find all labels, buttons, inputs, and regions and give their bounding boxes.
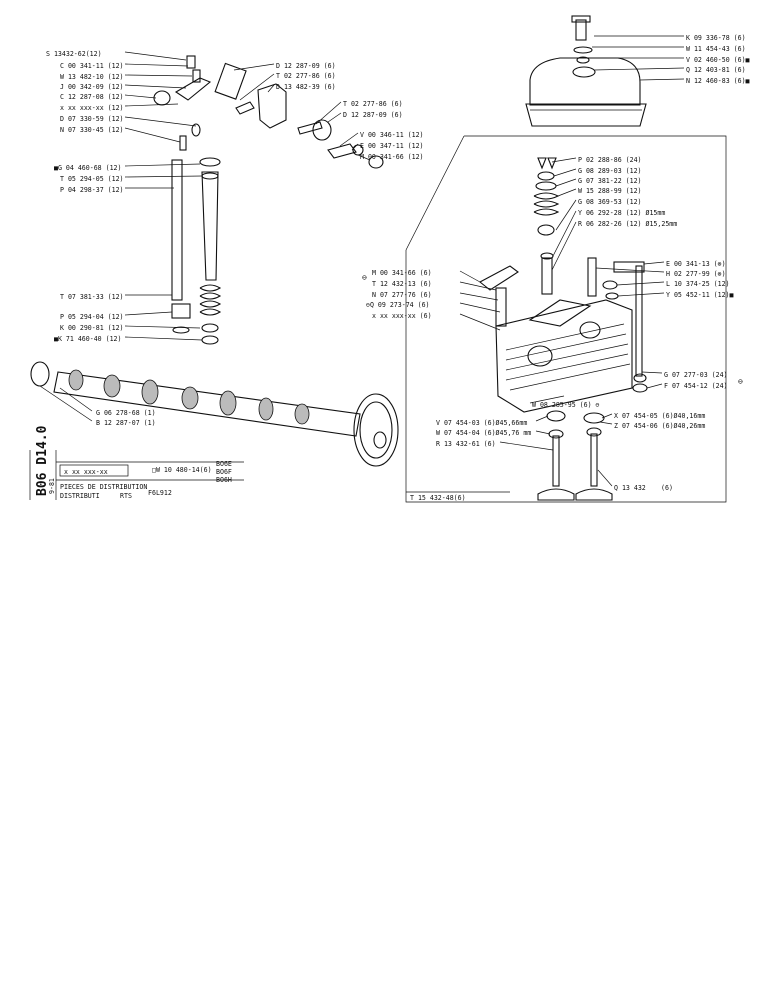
variant-3: BO6H <box>216 476 232 484</box>
label-l10374: L 10 374-25 (12) <box>666 280 730 288</box>
label-b12287: B 12 287-07 (1) <box>96 419 156 427</box>
label-t07381: T 07 381-33 (12) <box>60 293 124 301</box>
label-t02277a: T 02 277-86 (6) <box>276 72 336 80</box>
label-k71460: ■K 71 460-40 (12) <box>54 335 122 343</box>
rocker-labels: D 12 287-09 (6) T 02 277-86 (6) D 13 482… <box>276 62 424 161</box>
camshaft-labels: G 06 278-68 (1) B 12 287-07 (1) <box>96 409 156 427</box>
label-e00347: E 00 347-11 (12) <box>360 142 424 150</box>
label-j00342: J 00 342-09 (12) <box>60 83 124 91</box>
label-m00341a: M 00 341-66 (12) <box>360 153 424 161</box>
label-n07330: N 07 330-45 (12) <box>60 126 124 134</box>
label-v02460: V 02 460-50 (6)■ <box>686 56 750 64</box>
label-w11454: W 11 454-43 (6) <box>686 45 746 53</box>
camshaft <box>30 361 399 467</box>
label-y05452: Y 05 452-11 (12)■ <box>666 291 734 299</box>
rocker-assembly-left <box>153 55 212 151</box>
leader-lines <box>39 35 685 487</box>
option-ref: □W 10 480-14(6) <box>152 466 212 474</box>
label-g06278: G 06 278-68 (1) <box>96 409 156 417</box>
label-w08285: W 08 285-95 (6) ⊖ <box>532 401 600 409</box>
title-fr: PIECES DE DISTRIBUTION <box>60 483 147 491</box>
head-assembly-frame <box>405 135 727 503</box>
left-labels: S 13432-62(12) C 00 341-11 (12) W 13 482… <box>46 50 124 343</box>
variant-1: BO6E <box>216 460 232 468</box>
title-block: B06 D14.0 9-81 x xx xxx-xx □W 10 480-14(… <box>29 425 244 500</box>
valve-cover <box>525 15 647 127</box>
label-g08289: G 08 289-03 (12) <box>578 167 642 175</box>
label-m00341b: M 00 341-66 (6) <box>372 269 432 277</box>
label-p04298: P 04 298-37 (12) <box>60 186 124 194</box>
label-n07277: N 07 277-76 (6) <box>372 291 432 299</box>
label-p02288: P 02 288-86 (24) <box>578 156 642 164</box>
label-d12287b: D 12 287-09 (6) <box>343 111 403 119</box>
label-y06292: Y 06 292-28 (12) Ø15mm <box>578 209 665 217</box>
label-d13482: D 13 482-39 (6) <box>276 83 336 91</box>
title-it: DISTRIBUTI <box>60 492 100 500</box>
label-c00341: C 00 341-11 (12) <box>60 62 124 70</box>
title-it-2: RTS <box>120 492 132 500</box>
label-q13432-qty: (6) <box>661 484 673 492</box>
label-d07330: D 07 330-59 (12) <box>60 115 124 123</box>
label-v00346: V 00 346-11 (12) <box>360 131 424 139</box>
label-h02277: H 02 277-99 (⊗) <box>666 270 726 278</box>
label-k09336: K 09 336-78 (6) <box>686 34 746 42</box>
bottom-labels: W 08 285-95 (6) ⊖ X 07 454-05 (6)Ø40,16m… <box>436 401 705 492</box>
label-g07277: G 07 277-03 (24) <box>664 371 728 379</box>
label-q09273: ⊖Q 09 273-74 (6) <box>366 301 430 309</box>
label-r13432: R 13 432-61 (6) <box>436 440 496 448</box>
label-g07381: G 07 381-22 (12) <box>578 177 642 185</box>
page-code: B06 D14.0 <box>35 425 50 496</box>
label-t02277b: T 02 277-86 (6) <box>343 100 403 108</box>
page-date: 9-81 <box>48 478 56 494</box>
label-w13482: W 13 482-10 (12) <box>60 73 124 81</box>
head-assembly-ref: T 15 432-48(6) <box>410 494 466 502</box>
label-g08369: G 08 369-53 (12) <box>578 198 642 206</box>
push-rod-tubes <box>171 157 222 345</box>
label-xxx2: x xx xxx-xx (6) <box>372 312 432 320</box>
label-f07454: F 07 454-12 (24) <box>664 382 728 390</box>
label-t12432: T 12 432-13 (6) <box>372 280 432 288</box>
model: F6L912 <box>148 489 172 497</box>
label-d12287a: D 12 287-09 (6) <box>276 62 336 70</box>
label-x07454: X 07 454-05 (6)Ø40,16mm <box>614 412 705 420</box>
rocker-shaft-parts <box>214 62 384 169</box>
variant-2: BO6F <box>216 468 232 476</box>
label-v07454: V 07 454-03 (6)Ø45,66mm <box>436 419 527 427</box>
label-w07454: W 07 454-04 (6)Ø45,76 mm <box>436 429 531 437</box>
label-z07454: Z 07 454-06 (6)Ø40,26mm <box>614 422 705 430</box>
valve-labels: P 02 288-86 (24) G 08 289-03 (12) G 07 3… <box>578 156 677 228</box>
rocker-arm-head <box>479 265 519 327</box>
cylinder-head <box>495 299 633 424</box>
label-q13432: Q 13 432 <box>614 484 646 492</box>
label-g04460: ■G 04 460-68 (12) <box>54 164 122 172</box>
label-p05294: P 05 294-04 (12) <box>60 313 124 321</box>
title-ref: x xx xxx-xx <box>64 468 108 476</box>
right-labels: E 00 341-13 (⊗) H 02 277-99 (⊗) L 10 374… <box>664 260 743 390</box>
label-q12403: Q 12 403-81 (6) <box>686 66 746 74</box>
label-xxx1: x xx xxx-xx (12) <box>60 104 124 112</box>
label-s13432: S 13432-62(12) <box>46 50 102 58</box>
label-n12460: N 12 460-83 (6)■ <box>686 77 750 85</box>
head-studs <box>587 257 648 393</box>
label-k00290: K 00 290-81 (12) <box>60 324 124 332</box>
circle-minus-icon: ⊖ <box>738 377 743 386</box>
circle-minus-icon-2: ⊖ <box>362 273 367 282</box>
valve-train-upper <box>533 157 560 295</box>
label-c12287: C 12 287-08 (12) <box>60 93 124 101</box>
label-r06282: R 06 282-26 (12) Ø15,25mm <box>578 220 677 228</box>
rocker-arm-labels: ⊖ M 00 341-66 (6) T 12 432-13 (6) N 07 2… <box>362 269 432 320</box>
label-t05294: T 05 294-05 (12) <box>60 175 124 183</box>
label-w15288: W 15 288-99 (12) <box>578 187 642 195</box>
valves <box>537 427 613 501</box>
cover-labels: K 09 336-78 (6) W 11 454-43 (6) V 02 460… <box>686 34 750 85</box>
label-e00341: E 00 341-13 (⊗) <box>666 260 726 268</box>
